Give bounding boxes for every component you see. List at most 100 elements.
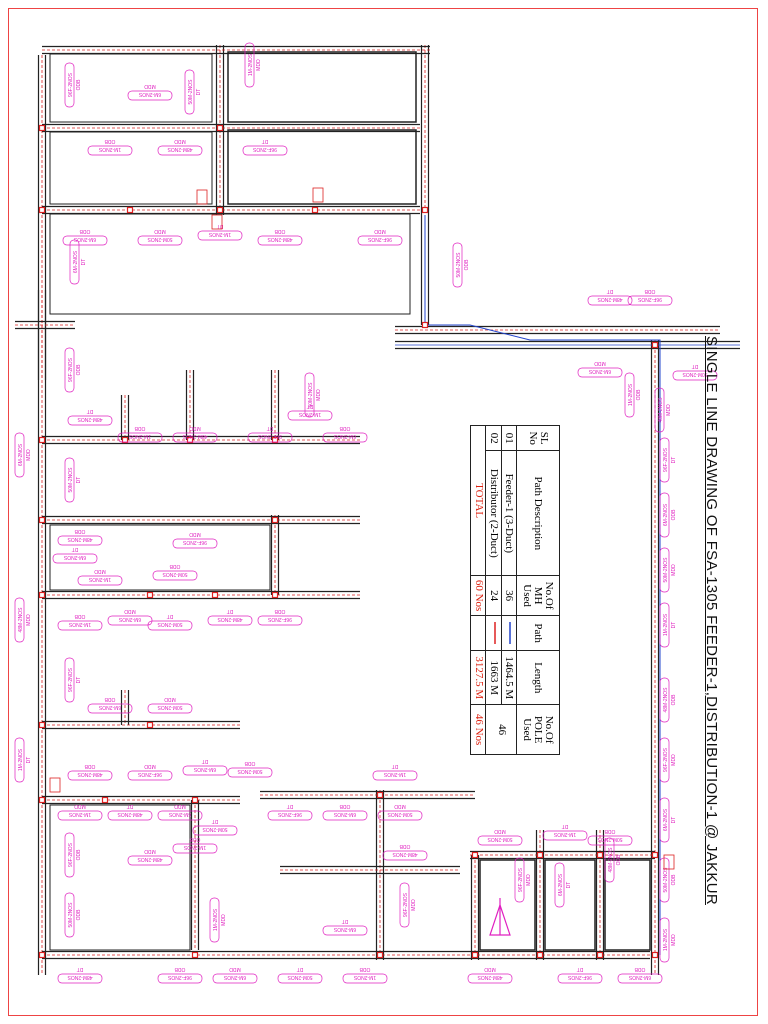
callout-type: DT [212,818,219,824]
plot-block [49,804,191,951]
callout-spec: 6M-2NOS [628,974,651,980]
callout-spec: 96F-2NOS [637,296,662,302]
callout-spec: 96F-2NOS [182,539,207,545]
callout-type: DT [167,613,174,619]
callout-type: ODB [189,836,201,842]
header-mh: No.Of MH Used [516,575,560,616]
callout-type: ODB [399,843,411,849]
row-sl: 01 [501,425,517,451]
callout-spec: 96F-2NOS [257,433,282,439]
callout-spec: 1M-2NOS [353,974,376,980]
callout-bubble [357,235,403,246]
callout-spec: 50M-2NOS [387,811,413,817]
callout-spec: 50M-2NOS [663,867,669,893]
marker-tag [49,777,61,793]
total-path [470,615,486,651]
callout-bubble [627,295,673,306]
callout-type: ODB [604,828,616,834]
manhole-marker [38,124,46,132]
header-sl: SL No [516,425,560,451]
callout-bubble [247,432,293,443]
callout-spec: 48M-2NOS [597,296,623,302]
marker-tag [312,187,324,203]
callout-bubble [617,973,663,984]
callout-spec: 6M-2NOS [558,873,564,896]
plot-block [604,859,651,951]
callout-type: ODB [671,694,677,706]
callout-type: DT [202,758,209,764]
callout-bubble [672,370,718,381]
callout-type: MDD [671,564,677,576]
manhole-marker [211,591,219,599]
manhole-marker [38,591,46,599]
callout-spec: 1M-2NOS [183,844,206,850]
callout-bubble [322,810,368,821]
callout-bubble [659,677,670,723]
callout-bubble [64,832,75,878]
callout-spec: 96F-2NOS [267,616,292,622]
callout-type: ODB [74,528,86,534]
callout-spec: 96F-2NOS [167,974,192,980]
callout-bubble [342,973,388,984]
callout-type: ODB [644,288,656,294]
callout-bubble [277,973,323,984]
callout-type: DT [297,966,304,972]
callout-spec: 6M-2NOS [333,811,356,817]
callout-type: ODB [244,760,256,766]
total-length: 3127.5 M [470,650,486,705]
callout-spec: 48M-2NOS [217,616,243,622]
manhole-marker [271,591,279,599]
callout-type: DT [566,882,572,889]
callout-type: MDD [144,763,156,769]
callout-bubble [624,372,635,418]
feeder-path-swatch [501,615,517,651]
callout-spec: 1M-2NOS [128,433,151,439]
manhole-marker [271,436,279,444]
manhole-marker [596,851,604,859]
callout-bubble [587,295,633,306]
callout-type: MDD [256,59,262,71]
callout-type: ODB [76,909,82,921]
callout-bubble [372,770,418,781]
callout-type: MDD [484,966,496,972]
callout-bubble [117,432,163,443]
callout-spec: 50M-2NOS [157,621,183,627]
callout-spec: 6M-2NOS [168,811,191,817]
callout-spec: 96F-2NOS [68,357,74,382]
callout-type: DT [267,425,274,431]
callout-bubble [14,597,25,643]
callout-spec: 6M-2NOS [73,236,96,242]
callout-bubble [184,69,195,115]
row-poles: 46 [485,704,517,755]
callout-spec: 50M-2NOS [157,704,183,710]
manhole-marker [471,851,479,859]
callout-bubble [67,415,113,426]
callout-type: DT [577,966,584,972]
callout-type: MDD [221,914,227,926]
